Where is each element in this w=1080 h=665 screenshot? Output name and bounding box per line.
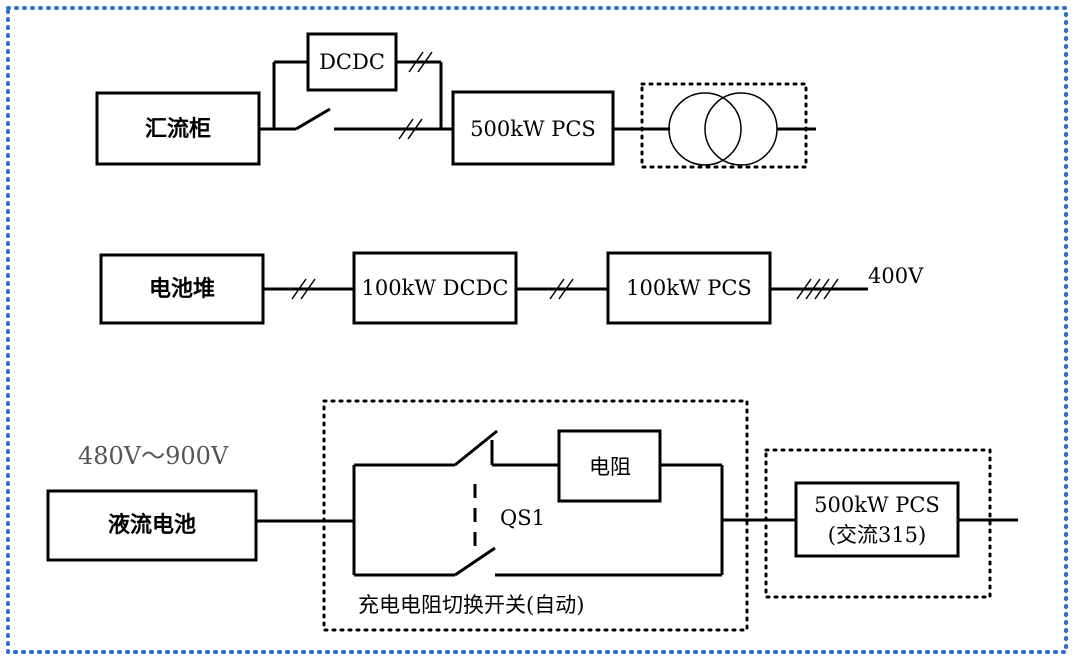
- qs1-upper-blade: [454, 429, 498, 467]
- row1-dcdc-box: [306, 32, 398, 92]
- row1-bypass-switch-blade: [295, 107, 331, 131]
- switch-group-enclosure: [322, 399, 749, 632]
- resistor-label: 电阻: [589, 455, 631, 479]
- transformer-primary-coil: [668, 92, 742, 166]
- row2-mark-3a: [796, 278, 812, 300]
- row1-multiline-mark-a1: [408, 51, 424, 73]
- qs1-lower-blade: [454, 546, 496, 577]
- voltage-range-label: 480V～900V: [78, 442, 229, 470]
- row-2: 电池堆 100kW DCDC 100kW PCS 400V: [99, 251, 924, 325]
- busbar-cabinet-label: 汇流柜: [145, 116, 211, 142]
- transformer-enclosure: [640, 82, 808, 169]
- row2-dcdc-label: 100kW DCDC: [362, 276, 509, 300]
- row2-mark-3b: [805, 278, 821, 300]
- row3-pcs-label-line2: (交流315): [828, 523, 926, 547]
- battery-stack-label: 电池堆: [149, 277, 215, 302]
- battery-stack-box: [99, 253, 265, 325]
- row3-pcs-box: [794, 481, 960, 558]
- row2-mark-3d: [823, 278, 839, 300]
- row1-pcs-label: 500kW PCS: [470, 117, 596, 141]
- row2-mark-1b: [300, 278, 316, 300]
- row-3: 480V～900V 液流电池 QS1 电阻 充电电阻切换开关(自动) 500k: [46, 399, 1018, 632]
- flow-battery-label: 液流电池: [108, 512, 196, 538]
- pcs-enclosure: [764, 448, 992, 599]
- row2-voltage-label: 400V: [868, 264, 924, 288]
- row1-dcdc-label: DCDC: [319, 50, 385, 74]
- row3-pcs-label-line1: 500kW PCS: [814, 493, 940, 517]
- row1-multiline-mark-b2: [407, 118, 423, 140]
- row2-mark-2a: [549, 278, 565, 300]
- row1-multiline-mark-b1: [398, 118, 414, 140]
- row2-mark-1a: [291, 278, 307, 300]
- switch-group-label: 充电电阻切换开关(自动): [358, 593, 584, 617]
- row2-mark-3c: [814, 278, 830, 300]
- row1-multiline-mark-a2: [417, 51, 433, 73]
- qs1-label: QS1: [500, 506, 545, 530]
- flow-battery-box: [46, 489, 258, 562]
- row-1: 汇流柜 DCDC 500kW PCS: [95, 32, 816, 169]
- row2-pcs-label: 100kW PCS: [626, 276, 752, 300]
- row2-dcdc-box: [352, 251, 518, 325]
- row2-mark-2b: [558, 278, 574, 300]
- outer-frame: [6, 6, 1068, 654]
